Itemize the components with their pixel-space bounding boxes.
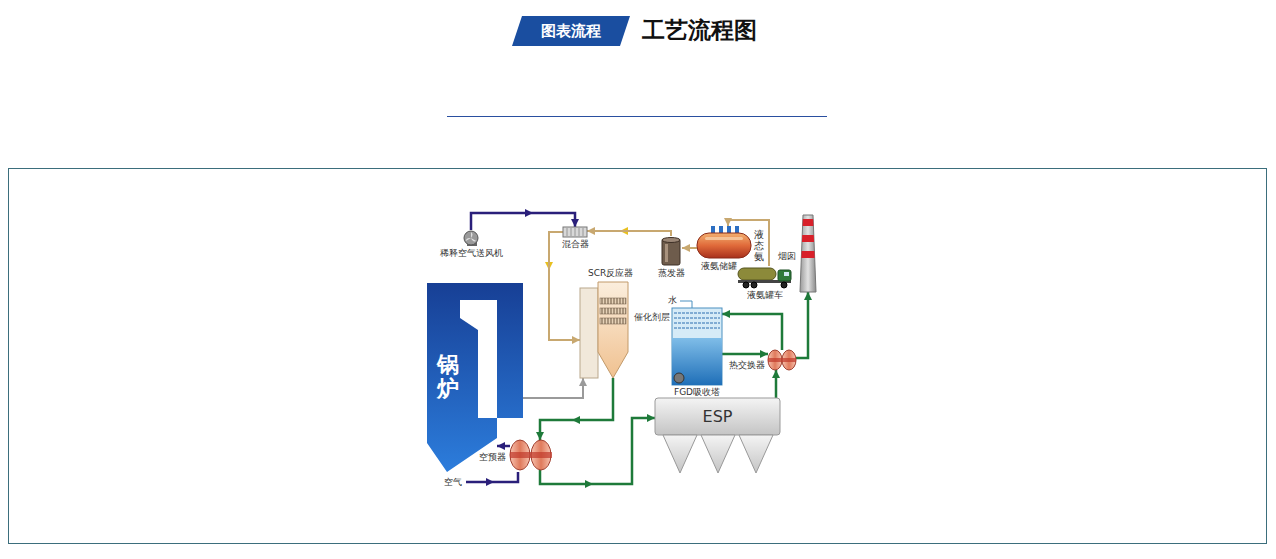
page-title: 工艺流程图	[642, 15, 757, 45]
flow-line	[722, 353, 768, 356]
flow-line	[682, 247, 697, 249]
badge-shape	[512, 16, 630, 46]
boiler-label: 锅炉	[437, 353, 459, 401]
equipment-label: FGD吸收塔	[674, 387, 720, 398]
stream-label: 空气	[444, 477, 462, 488]
mixer-icon: 混合器	[563, 227, 587, 237]
flow-line	[497, 445, 510, 448]
flow-line	[775, 370, 778, 398]
air-preheater-icon: 空预器	[510, 440, 552, 470]
flow-line	[587, 231, 671, 236]
flow-line	[540, 418, 655, 484]
header-rule	[447, 116, 827, 117]
blower-icon: 稀释空气送风机	[462, 230, 480, 246]
air-inlet-line	[466, 472, 518, 482]
equipment-label: 混合器	[562, 239, 589, 250]
equipment-label: 稀释空气送风机	[440, 248, 503, 259]
flow-line	[722, 314, 782, 350]
flow-line	[796, 292, 808, 358]
esp-label: ESP	[655, 407, 780, 426]
badge-label: 图表流程	[512, 16, 630, 46]
blower-icon-art	[462, 230, 480, 246]
equipment-label: 空预器	[479, 452, 506, 463]
boiler-shape: 锅炉	[427, 283, 497, 473]
evaporator-icon: 蒸发器	[660, 236, 682, 266]
panel-frame	[9, 169, 1267, 544]
equipment-label: 液氨储罐	[701, 261, 737, 272]
air-inlet-arrow	[486, 478, 494, 486]
tanker-truck-icon-art	[738, 266, 792, 288]
air-preheater-icon-art	[510, 440, 552, 470]
fgd-absorber: FGD吸收塔	[672, 308, 722, 385]
ammonia-tank-icon-art	[697, 226, 751, 259]
equipment-label: 烟囱	[778, 251, 796, 262]
scr-reactor-art	[580, 282, 630, 378]
tanker-truck-icon: 液氨罐车	[738, 266, 792, 288]
ammonia-tank-icon: 液氨储罐	[697, 226, 751, 259]
flow-line	[540, 378, 613, 440]
equipment-label: 蒸发器	[658, 268, 685, 279]
chimney-icon: 烟囱	[800, 215, 816, 292]
stream-label: 水	[668, 295, 677, 306]
equipment-label: SCR反应器	[588, 268, 633, 279]
water-feed-line	[680, 301, 692, 308]
evaporator-icon-art	[660, 236, 682, 266]
flow-line	[471, 213, 575, 230]
stream-label: 液态氨	[754, 229, 764, 262]
mixer-icon-art	[563, 227, 587, 237]
fgd-absorber-art	[672, 308, 722, 385]
scr-reactor: SCR反应器催化剂层	[580, 282, 630, 378]
esp-precipitator: ESP	[655, 398, 780, 473]
heat-exchanger-icon-art	[768, 350, 796, 370]
chimney-icon-art	[800, 215, 816, 292]
equipment-label: 热交换器	[729, 360, 765, 371]
heat-exchanger-icon: 热交换器	[768, 350, 796, 370]
part-label: 催化剂层	[634, 312, 670, 323]
equipment-label: 液氨罐车	[747, 290, 783, 301]
